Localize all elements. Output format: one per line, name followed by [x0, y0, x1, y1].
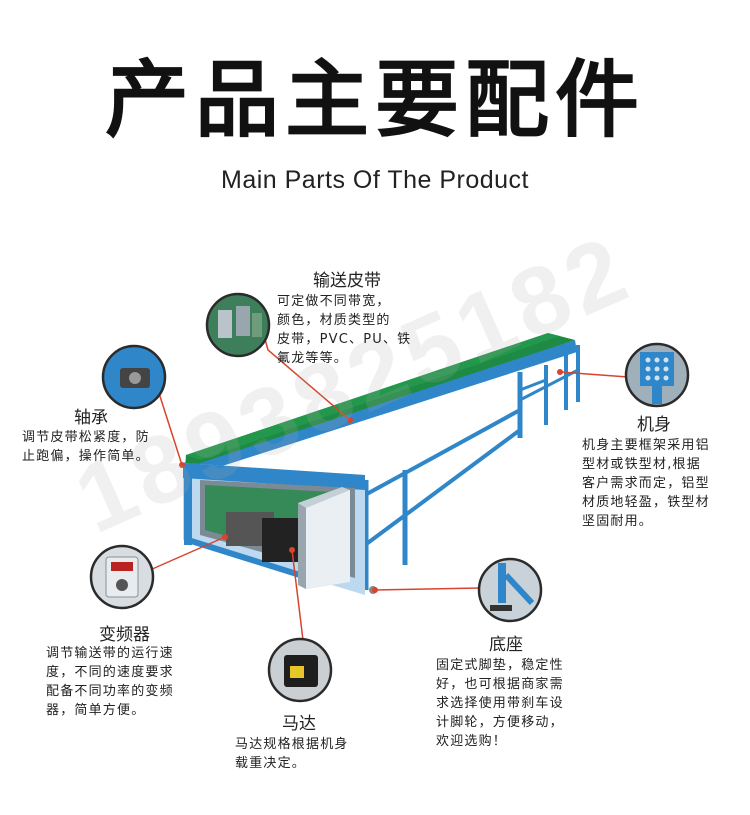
motor-title: 马达: [282, 714, 316, 734]
belt-description: 可定做不同带宽， 颜色，材质类型的 皮带，PVC、PU、铁 氟龙等等。: [277, 294, 412, 366]
page-title: 产品主要配件: [104, 51, 645, 149]
control-box: [298, 487, 350, 589]
frame-detail-circle: [624, 342, 690, 408]
motor-detail-circle: [267, 637, 333, 703]
frame-description: 机身主要框架采用铝 型材或铁型材,根据 客户需求而定，铝型 材质地轻盈，铁型材 …: [582, 438, 710, 529]
page-subtitle: Main Parts Of The Product: [221, 166, 529, 194]
bearing-title: 轴承: [74, 408, 108, 428]
inverter-detail-circle: [89, 544, 155, 610]
motor-description: 马达规格根据机身 载重决定。: [235, 737, 349, 771]
conveyor-belt-surface: [185, 333, 575, 468]
base-detail-circle: [477, 557, 543, 623]
inverter-title: 变频器: [99, 625, 150, 645]
frame-title: 机身: [637, 415, 671, 435]
belt-title: 输送皮带: [313, 271, 381, 291]
bearing-description: 调节皮带松紧度，防 止跑偏，操作简单。: [22, 430, 150, 464]
belt-detail-circle: [205, 292, 271, 358]
bearing-detail-circle: [101, 344, 167, 410]
conveyor-frame-side: [183, 340, 577, 478]
base-description: 固定式脚垫，稳定性 好，也可根据商家需 求选择使用带刹车设 计脚轮，方便移动， …: [436, 658, 564, 749]
inverter-description: 调节输送带的运行速 度，不同的速度要求 配备不同功率的变频 器，简单方便。: [46, 646, 174, 718]
base-title: 底座: [489, 635, 523, 655]
